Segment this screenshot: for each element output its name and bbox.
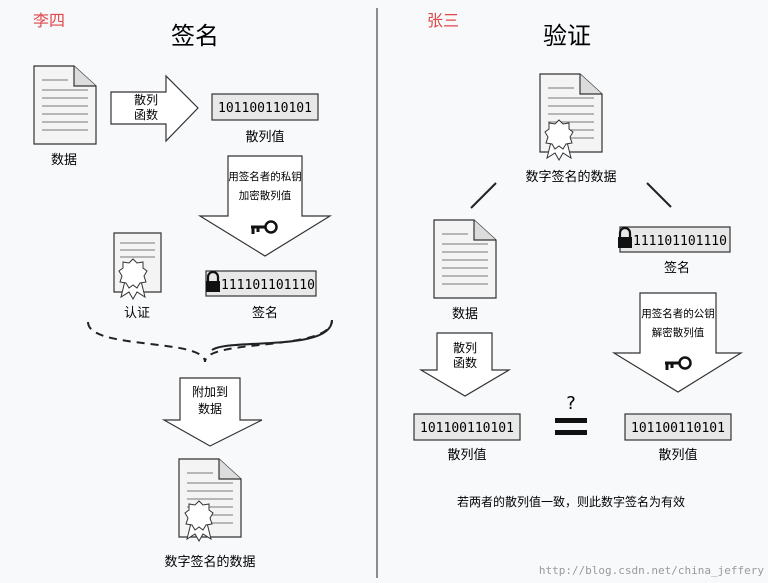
combine-brace-solid xyxy=(211,319,333,351)
left-hash-box xyxy=(413,413,521,441)
data-document-icon xyxy=(33,65,97,145)
signature-label: 签名 xyxy=(252,305,278,321)
signer-name: 李四 xyxy=(33,11,65,30)
verify-hash-label-line2: 函数 xyxy=(453,355,477,370)
verifier-name: 张三 xyxy=(427,11,459,30)
verify-signature-box xyxy=(619,226,731,253)
watermark: http://blog.csdn.net/china_jeffery xyxy=(539,564,765,577)
hash-value: 101100110101 xyxy=(218,101,312,116)
conclusion-text: 若两者的散列值一致，则此数字签名为有效 xyxy=(457,494,685,509)
left-hash-label: 散列值 xyxy=(447,447,486,463)
verify-title: 验证 xyxy=(543,22,591,50)
verify-signed-data-label: 数字签名的数据 xyxy=(525,169,616,185)
question-mark: ? xyxy=(566,393,576,414)
hash-function-arrow xyxy=(110,74,199,143)
encrypt-label-line2: 加密散列值 xyxy=(239,189,292,202)
verify-hash-function-arrow xyxy=(418,332,512,397)
encrypt-arrow xyxy=(197,155,333,257)
data-label: 数据 xyxy=(51,153,77,168)
right-hash-value: 101100110101 xyxy=(631,421,725,436)
left-hash-value: 101100110101 xyxy=(420,421,514,436)
attach-label-line2: 数据 xyxy=(198,401,222,416)
encrypt-label-line1: 用签名者的私钥 xyxy=(228,170,302,183)
signed-document-seal-icon xyxy=(184,500,214,542)
verify-data-label: 数据 xyxy=(452,307,478,322)
certificate-seal-icon xyxy=(118,258,148,300)
decrypt-label-line1: 用签名者的公钥 xyxy=(641,307,715,320)
sign-title: 签名 xyxy=(171,22,219,50)
signed-data-label: 数字签名的数据 xyxy=(164,554,255,570)
hash-value-label: 散列值 xyxy=(245,129,284,145)
hash-function-label-line2: 函数 xyxy=(134,107,158,122)
decrypt-label-line2: 解密散列值 xyxy=(652,326,705,339)
signed-document-icon xyxy=(178,458,242,538)
verify-signature-value: 111101101110 xyxy=(633,234,727,249)
decrypt-arrow xyxy=(611,292,744,393)
signature-box xyxy=(205,270,317,297)
right-hash-label: 散列值 xyxy=(658,447,697,463)
signed-document-seal-icon-verify xyxy=(544,119,574,161)
cert-label: 认证 xyxy=(124,306,150,321)
verify-signature-label: 签名 xyxy=(664,260,690,276)
verify-hash-label-line1: 散列 xyxy=(453,340,477,355)
equals-sign-bottom xyxy=(555,430,587,435)
equals-sign-top xyxy=(555,418,587,423)
hash-value-box xyxy=(211,93,319,121)
hash-function-label-line1: 散列 xyxy=(134,92,158,107)
combine-brace xyxy=(87,319,333,363)
right-hash-box xyxy=(624,413,732,441)
split-line-right xyxy=(646,182,672,208)
attach-arrow xyxy=(161,377,263,447)
split-line-left xyxy=(470,182,497,209)
signature-value: 111101101110 xyxy=(221,278,315,293)
verify-data-document-icon xyxy=(433,219,497,299)
attach-label-line1: 附加到 xyxy=(192,385,228,399)
